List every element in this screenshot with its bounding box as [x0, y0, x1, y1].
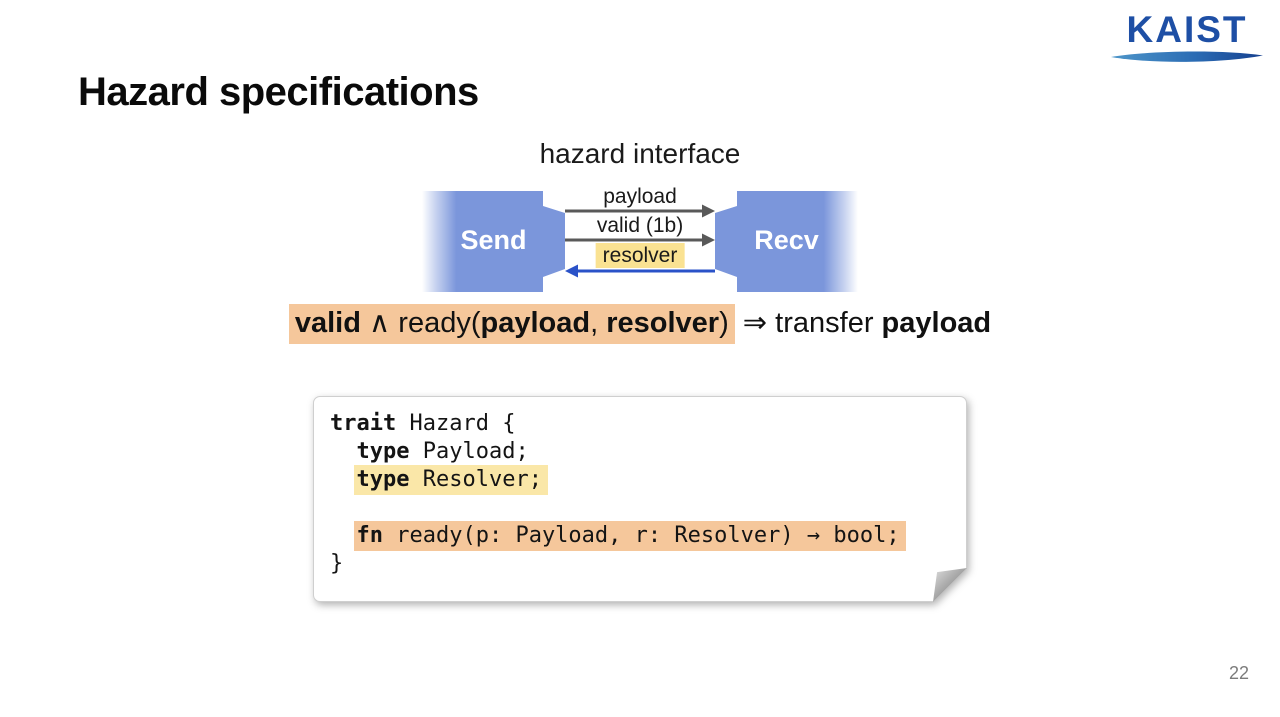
recv-block-shape	[715, 191, 858, 292]
formula-resolver-arg: resolver	[606, 307, 720, 339]
valid-arrow	[565, 233, 715, 247]
code-kw-fn: fn	[356, 523, 383, 548]
payload-signal-label: payload	[603, 185, 677, 208]
send-block-label: Send	[460, 224, 527, 255]
formula-highlight: valid ∧ ready(payload, resolver)	[288, 304, 735, 344]
kaist-logo-swoosh-icon	[1111, 51, 1263, 62]
code-kw-type: type	[356, 439, 410, 464]
code-text: ready(p: Payload, r: Resolver) → bool;	[383, 523, 900, 548]
hazard-interface-diagram	[422, 191, 858, 292]
page-number: 22	[1228, 663, 1249, 683]
send-block-shape	[422, 191, 565, 292]
code-card-page: trait Hazard { type Payload; type Resolv…	[313, 396, 967, 602]
resolver-arrow	[565, 264, 715, 278]
kaist-logo-text: KAIST	[1126, 9, 1248, 50]
resolver-signal-label: resolver	[595, 243, 685, 268]
code-kw-trait: trait	[330, 411, 397, 436]
slide-title: Hazard specifications	[78, 70, 479, 114]
code-text: Payload;	[409, 439, 529, 464]
formula-implies-transfer: ⇒ transfer	[734, 307, 882, 339]
code-indent	[330, 439, 357, 464]
formula-comma: ,	[590, 307, 607, 339]
code-highlight-yellow: type Resolver;	[354, 465, 548, 495]
formula-and-ready: ∧ ready(	[360, 307, 481, 339]
code-indent	[330, 523, 357, 548]
formula-valid: valid	[294, 307, 361, 339]
code-indent	[330, 467, 357, 492]
code-line-1: trait Hazard {	[330, 410, 966, 438]
code-text: Hazard {	[396, 411, 516, 436]
code-line-6: }	[330, 550, 966, 578]
code-line-5: fn ready(p: Payload, r: Resolver) → bool…	[330, 522, 966, 550]
diagram-caption: hazard interface	[539, 138, 741, 169]
kaist-swoosh-shape	[1111, 51, 1263, 62]
formula-payload-arg: payload	[480, 307, 591, 339]
code-highlight-orange: fn ready(p: Payload, r: Resolver) → bool…	[354, 521, 906, 551]
code-line-3: type Resolver;	[330, 466, 966, 494]
code-card: trait Hazard { type Payload; type Resolv…	[313, 396, 967, 602]
payload-arrow	[565, 204, 715, 218]
code-kw-type: type	[356, 467, 410, 492]
kaist-logo: KAIST	[1108, 9, 1266, 64]
code-text: }	[330, 551, 344, 576]
code-line-4	[330, 494, 966, 522]
code-line-2: type Payload;	[330, 438, 966, 466]
folded-corner	[933, 568, 967, 602]
code-text: Resolver;	[409, 467, 542, 492]
recv-block-label: Recv	[754, 224, 819, 255]
valid-signal-label: valid (1b)	[596, 214, 684, 237]
formula-close-paren: )	[719, 307, 729, 339]
formula-transfer-payload: payload	[881, 307, 992, 339]
spec-formula: valid ∧ ready(payload, resolver) ⇒ trans…	[0, 303, 1280, 344]
